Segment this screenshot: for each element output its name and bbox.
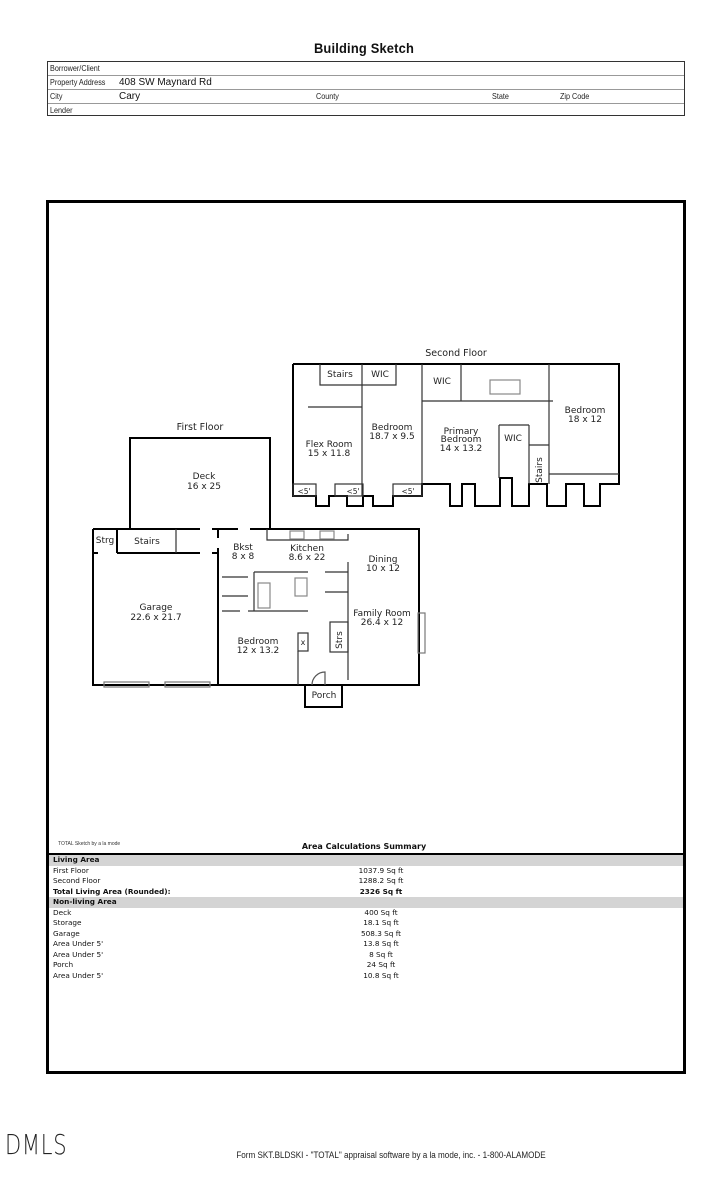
second-floor-label: Second Floor	[425, 348, 487, 359]
primary-name2: Bedroom	[441, 435, 482, 445]
sketch-credit: TOTAL Sketch by a la mode	[58, 841, 121, 847]
bedroom3-dims: 18 x 12	[568, 415, 602, 425]
under5a-label: <5'	[297, 487, 310, 496]
stairs1-label: Stairs	[134, 537, 160, 547]
strg-label: Strg	[96, 536, 115, 546]
second-floor-interior	[292, 364, 619, 497]
bedroom2-name: Bedroom	[372, 423, 413, 433]
garage-dims: 22.6 x 21.7	[130, 613, 181, 623]
under5b-label: <5'	[346, 487, 359, 496]
dining-name: Dining	[368, 555, 397, 565]
flex-dims: 15 x 11.8	[308, 449, 351, 459]
bedroom1-dims: 12 x 13.2	[237, 646, 280, 656]
deck-name: Deck	[193, 472, 216, 482]
flex-name: Flex Room	[306, 440, 353, 450]
state-label: State	[492, 91, 509, 101]
lender-label: Lender	[50, 105, 73, 115]
primary-name: Primary	[444, 427, 479, 437]
strs-label: Strs	[335, 631, 345, 649]
first-floor-walls	[92, 437, 420, 708]
first-floor-interior	[103, 529, 426, 688]
property-info-table: Borrower/Client Property Address 408 SW …	[47, 61, 685, 116]
deck-dims: 16 x 25	[187, 482, 221, 492]
wic2-label: WIC	[433, 377, 451, 387]
kitchen-name: Kitchen	[290, 544, 324, 554]
summary-row: Area Under 5'10.8 Sq ft	[53, 970, 399, 980]
under5c-label: <5'	[401, 487, 414, 496]
dmls-logo: DMLS	[5, 1128, 68, 1161]
page-title: Building Sketch	[313, 40, 415, 56]
stairs3-label: Stairs	[535, 457, 545, 483]
city-value: Cary	[119, 91, 141, 102]
sketch-frame	[46, 200, 686, 1074]
total-living-row: Total Living Area (Rounded):2326 Sq ft	[53, 886, 403, 896]
city-label: City	[50, 91, 63, 101]
county-label: County	[316, 91, 339, 101]
family-name: Family Room	[353, 609, 410, 619]
wic3-label: WIC	[504, 434, 522, 444]
dining-dims: 10 x 12	[366, 564, 400, 574]
borrower-row: Borrower/Client	[48, 62, 684, 76]
bedroom1-name: Bedroom	[238, 637, 279, 647]
bkst-name: Bkst	[233, 543, 253, 553]
summary-title: Area Calculations Summary	[301, 842, 427, 851]
porch-label: Porch	[312, 691, 337, 701]
second-floor-walls	[292, 363, 620, 507]
address-row: Property Address 408 SW Maynard Rd	[48, 76, 684, 90]
city-row: City Cary County State Zip Code	[48, 90, 684, 104]
closet-x: x	[301, 638, 306, 647]
primary-dims: 14 x 13.2	[440, 444, 483, 454]
nonliving-area-header: Non-living Area	[49, 897, 683, 908]
summary-row: Area Under 5'8 Sq ft	[53, 949, 393, 959]
stairs2-label: Stairs	[327, 370, 353, 380]
bedroom3-name: Bedroom	[565, 406, 606, 416]
address-value: 408 SW Maynard Rd	[119, 77, 212, 88]
living-area-header: Living Area	[49, 855, 683, 866]
zip-label: Zip Code	[560, 91, 590, 101]
bkst-dims: 8 x 8	[232, 552, 255, 562]
address-label: Property Address	[50, 77, 106, 87]
family-dims: 26.4 x 12	[361, 618, 404, 628]
wic1-label: WIC	[371, 370, 389, 380]
summary-row: Area Under 5'13.8 Sq ft	[53, 939, 399, 948]
garage-name: Garage	[140, 603, 173, 613]
form-footer-text: Form SKT.BLDSKI - "TOTAL" appraisal soft…	[236, 1150, 546, 1160]
borrower-label: Borrower/Client	[50, 63, 100, 73]
lender-row: Lender	[48, 104, 684, 117]
first-floor-label: First Floor	[177, 422, 224, 433]
bedroom2-dims: 18.7 x 9.5	[369, 432, 414, 442]
kitchen-dims: 8.6 x 22	[289, 553, 326, 563]
